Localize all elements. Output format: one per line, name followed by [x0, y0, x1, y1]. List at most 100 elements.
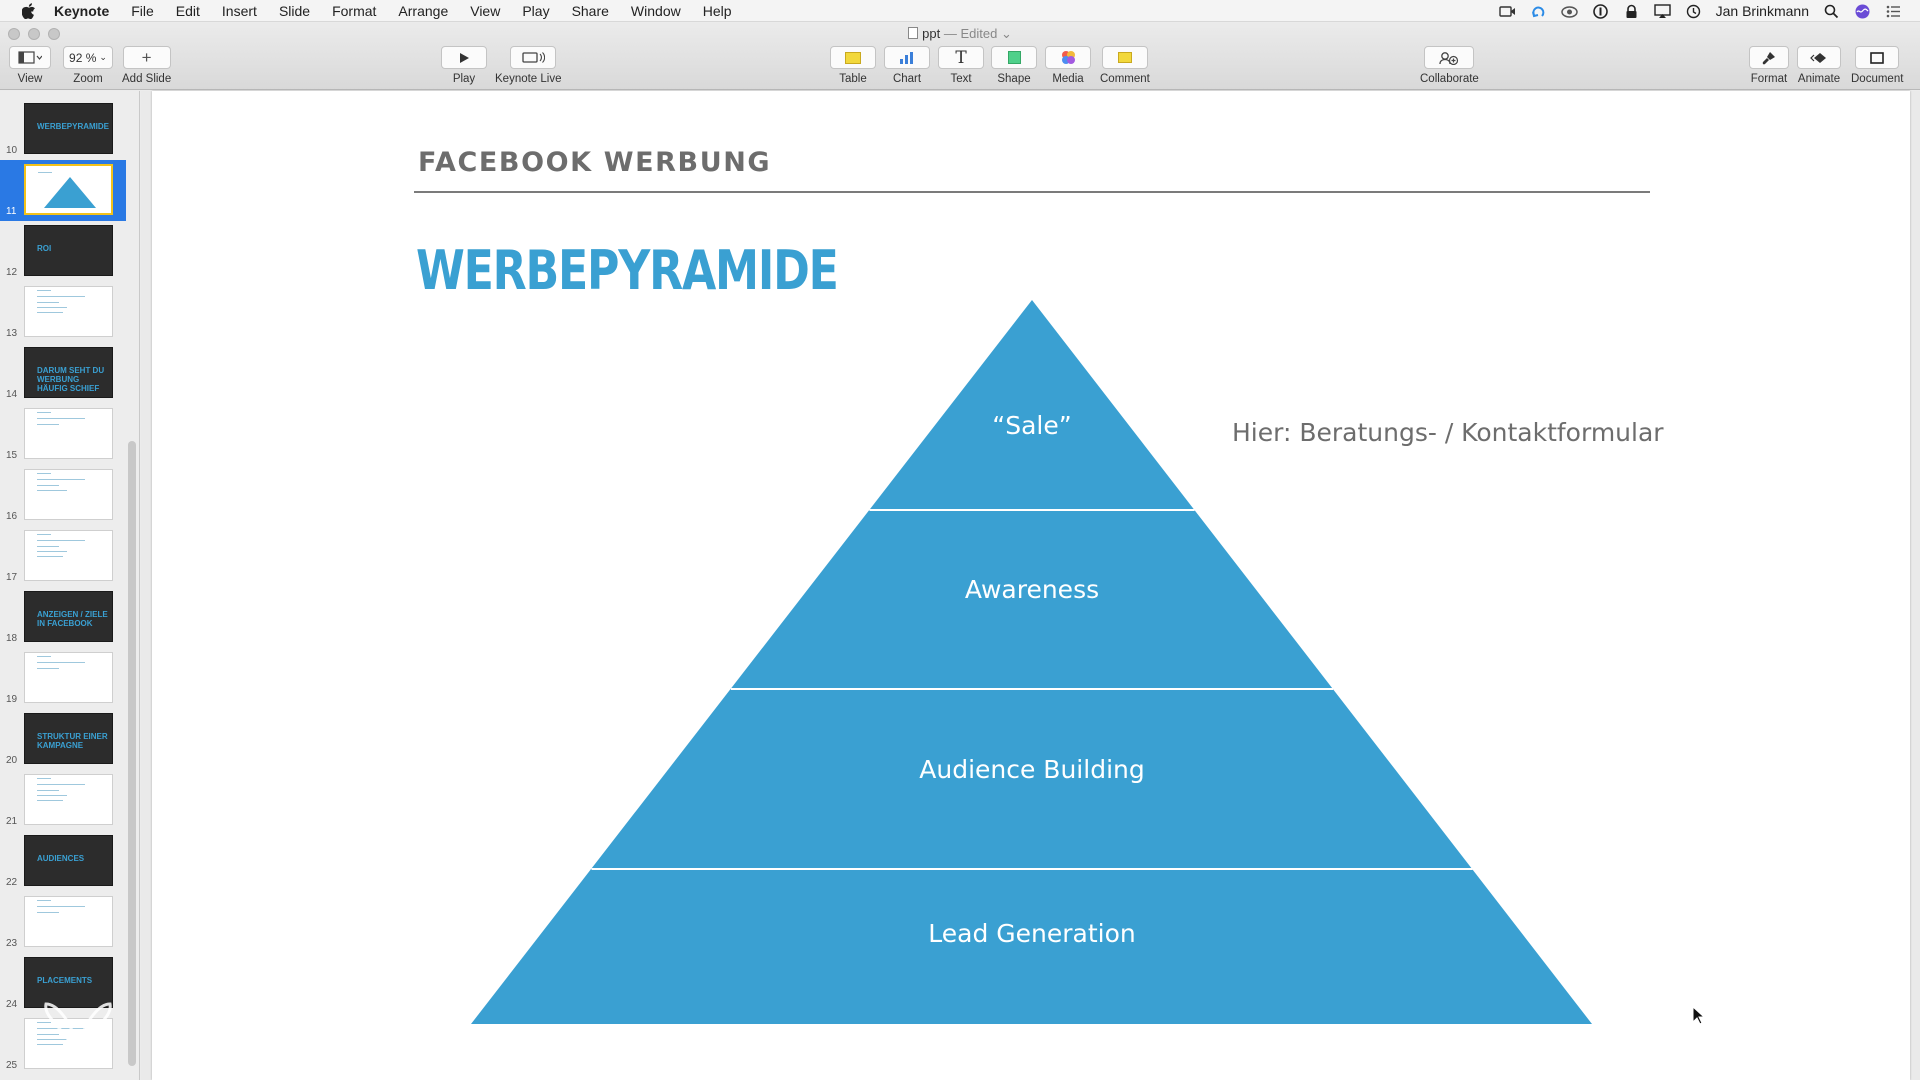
- lock-icon[interactable]: [1623, 4, 1640, 19]
- slide-preview: PLACEMENTS: [24, 957, 113, 1008]
- menu-keynote[interactable]: Keynote: [54, 2, 110, 19]
- table-label: Table: [839, 73, 867, 85]
- notification-center-icon[interactable]: [1885, 4, 1902, 19]
- screen-record-icon[interactable]: [1498, 4, 1516, 19]
- menu-help[interactable]: Help: [702, 2, 732, 19]
- slide-number: 23: [6, 938, 18, 949]
- slide-thumbnail-24[interactable]: 24 PLACEMENTS: [0, 953, 126, 1014]
- menu-slide[interactable]: Slide: [278, 2, 311, 19]
- slide-title[interactable]: WERBEPYRAMIDE: [416, 239, 839, 302]
- menu-format[interactable]: Format: [332, 2, 377, 19]
- document-label: Document: [1851, 73, 1904, 85]
- header-divider[interactable]: [414, 191, 1650, 193]
- window-close-icon[interactable]: [8, 28, 20, 40]
- navigator-scrollbar[interactable]: [128, 441, 136, 1066]
- menu-file[interactable]: File: [131, 2, 154, 19]
- slide-header[interactable]: FACEBOOK WERBUNG: [418, 147, 772, 178]
- slide-thumbnail-15[interactable]: 15: [0, 404, 126, 465]
- siri-icon[interactable]: [1854, 4, 1871, 19]
- chart-button[interactable]: [884, 46, 930, 69]
- media-button[interactable]: [1045, 46, 1091, 69]
- slide-thumbnail-17[interactable]: 17: [0, 526, 126, 587]
- pyramid-preview: [38, 172, 96, 208]
- comment-icon: [1117, 52, 1132, 63]
- chart-icon: [900, 52, 913, 64]
- keynote-live-button[interactable]: [510, 46, 557, 69]
- menu-edit[interactable]: Edit: [175, 2, 200, 19]
- window-zoom-icon[interactable]: [48, 28, 60, 40]
- view-button[interactable]: [9, 46, 51, 69]
- pyramid-level-label[interactable]: “Sale”: [992, 411, 1071, 440]
- shape-control: Shape: [991, 46, 1037, 85]
- slide-thumbnail-21[interactable]: 21: [0, 770, 126, 831]
- view-label: View: [17, 73, 43, 85]
- sync-icon[interactable]: [1530, 4, 1547, 19]
- animate-button[interactable]: [1797, 46, 1841, 69]
- info-icon[interactable]: [1592, 3, 1609, 19]
- slide-number: 13: [6, 328, 18, 339]
- shape-button[interactable]: [991, 46, 1037, 69]
- user-name[interactable]: Jan Brinkmann: [1715, 3, 1809, 19]
- slide-thumbnail-16[interactable]: 16: [0, 465, 126, 526]
- time-machine-icon[interactable]: [1685, 4, 1702, 19]
- pyramid-shape[interactable]: [471, 300, 1592, 1024]
- add-slide-button[interactable]: +: [122, 46, 171, 69]
- slide-canvas[interactable]: FACEBOOK WERBUNG WERBEPYRAMIDE “Sale” Awa…: [141, 91, 1920, 1080]
- text-button[interactable]: T: [938, 46, 984, 69]
- table-button[interactable]: [830, 46, 876, 69]
- pyramid-level-label[interactable]: Audience Building: [919, 755, 1144, 784]
- menu-play[interactable]: Play: [522, 2, 550, 19]
- slide-thumbnail-11[interactable]: 11: [0, 160, 126, 221]
- text-label: Text: [950, 73, 972, 85]
- menu-share[interactable]: Share: [571, 2, 609, 19]
- document-control: Document: [1851, 46, 1903, 85]
- collaborate-control: Collaborate: [1420, 46, 1479, 85]
- collaborate-button[interactable]: [1424, 46, 1475, 69]
- pyramid-level-label[interactable]: Lead Generation: [928, 919, 1135, 948]
- sidebar-view-icon: [18, 51, 42, 64]
- slide[interactable]: FACEBOOK WERBUNG WERBEPYRAMIDE “Sale” Awa…: [152, 91, 1910, 1080]
- slide-number: 15: [6, 450, 18, 461]
- document-name: ppt: [922, 26, 941, 41]
- menu-window[interactable]: Window: [630, 2, 681, 19]
- slide-number: 24: [6, 999, 18, 1010]
- zoom-label: Zoom: [73, 73, 103, 85]
- slide-preview: [24, 530, 113, 581]
- slide-thumbnail-13[interactable]: 13: [0, 282, 126, 343]
- pyramid-level-label[interactable]: Awareness: [965, 575, 1099, 604]
- slide-number: 10: [6, 145, 18, 156]
- mouse-cursor-icon: [1692, 1006, 1706, 1025]
- document-button[interactable]: [1855, 46, 1900, 69]
- slide-thumbnail-23[interactable]: 23: [0, 892, 126, 953]
- apple-menu-icon[interactable]: [18, 0, 40, 22]
- view-control: View: [9, 46, 51, 85]
- creative-cloud-icon[interactable]: [1560, 4, 1578, 19]
- menu-arrange[interactable]: Arrange: [398, 2, 449, 19]
- airplay-icon[interactable]: [1653, 3, 1671, 19]
- slide-preview: [24, 408, 113, 459]
- slide-thumbnail-19[interactable]: 19: [0, 648, 126, 709]
- butterfly-watermark-icon: [44, 1002, 112, 1064]
- document-status[interactable]: — Edited: [943, 26, 998, 41]
- menu-insert[interactable]: Insert: [221, 2, 257, 19]
- zoom-select[interactable]: 92 %⌄: [63, 46, 113, 69]
- comment-button[interactable]: [1101, 46, 1148, 69]
- window-minimize-icon[interactable]: [28, 28, 40, 40]
- sale-note[interactable]: Hier: Beratungs- / Kontaktformular: [1232, 418, 1664, 447]
- format-button[interactable]: [1749, 46, 1789, 69]
- chevron-down-icon[interactable]: ⌄: [997, 26, 1012, 41]
- play-button[interactable]: [441, 46, 487, 69]
- collaborate-label: Collaborate: [1420, 73, 1479, 85]
- menu-view[interactable]: View: [470, 2, 501, 19]
- keynote-live-icon: [522, 52, 546, 63]
- slide-number: 11: [6, 206, 17, 217]
- spotlight-search-icon[interactable]: [1823, 4, 1840, 19]
